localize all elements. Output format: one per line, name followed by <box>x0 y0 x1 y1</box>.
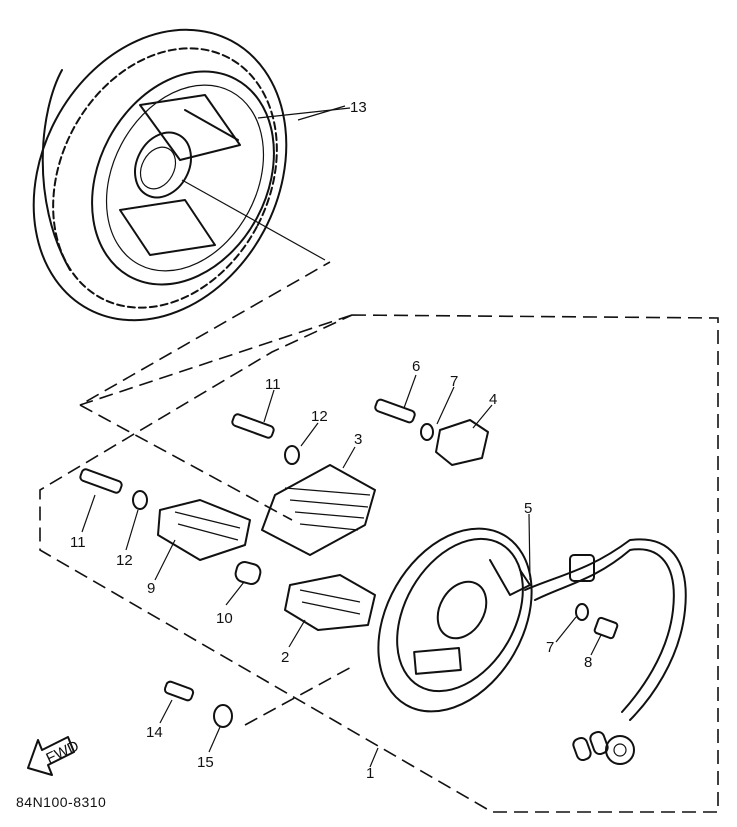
callout-7-upper: 7 <box>450 373 458 390</box>
callout-11-lower: 11 <box>70 534 86 551</box>
flywheel-rotor <box>32 28 351 322</box>
callout-4: 4 <box>489 391 497 408</box>
callout-1: 1 <box>366 765 374 782</box>
callout-13: 13 <box>350 99 367 116</box>
callout-5: 5 <box>524 500 532 517</box>
callout-10: 10 <box>216 610 233 627</box>
forward-arrow-icon: FWD <box>27 736 82 776</box>
callout-12-lower: 12 <box>116 552 133 569</box>
stator-base-plate <box>377 527 533 713</box>
assembly-outline <box>39 261 719 813</box>
callout-15: 15 <box>197 754 214 771</box>
coil-3 <box>261 464 376 556</box>
wire-harness <box>524 538 687 765</box>
callout-7-lower: 7 <box>546 639 554 656</box>
callout-12-upper: 12 <box>311 408 328 425</box>
callout-8: 8 <box>584 654 592 671</box>
callout-2: 2 <box>281 649 289 666</box>
callout-9: 9 <box>147 580 155 597</box>
callout-labels: 1 2 3 4 5 6 7 7 8 9 10 11 11 12 12 13 14… <box>70 99 592 782</box>
callout-14: 14 <box>146 724 163 741</box>
callout-3: 3 <box>354 431 362 448</box>
hardware-small-parts <box>79 398 619 728</box>
callout-6: 6 <box>412 358 420 375</box>
coil-9 <box>157 499 251 561</box>
coil-2 <box>284 574 376 631</box>
callout-11-upper: 11 <box>265 376 281 393</box>
pickup-coil-4 <box>435 419 489 466</box>
drawing-code: 84N100-8310 <box>16 794 106 810</box>
leader-lines <box>81 105 602 768</box>
